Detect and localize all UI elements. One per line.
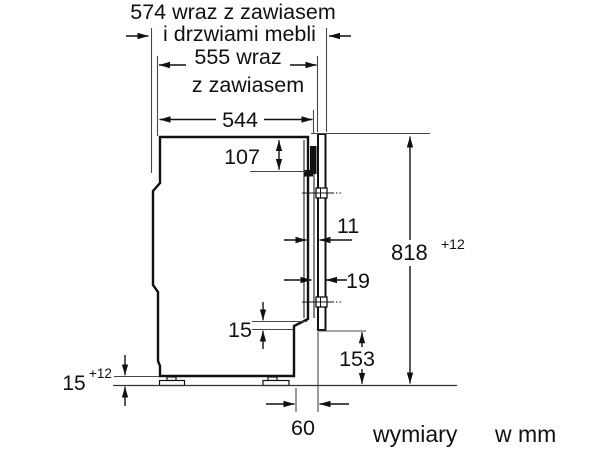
appliance-foot-right (262, 376, 290, 387)
hinge-bottom (302, 296, 341, 308)
dim-153-label: 153 (339, 347, 375, 371)
dim-555-label-line2: z zawiasem (192, 73, 304, 97)
dim-574-label-line2: i drzwiami mebli (163, 22, 316, 46)
units-note-word: wymiary (372, 421, 458, 447)
appliance-body-outline (151, 135, 315, 378)
extension-lines (114, 28, 430, 412)
dimension-arrows (121, 32, 414, 408)
dim-15-step-label: 15 (228, 318, 252, 342)
units-note-units: w mm (494, 421, 556, 447)
dim-574-label-line1: 574 wraz z zawiasem (130, 0, 336, 24)
dim-11-label: 11 (337, 214, 359, 238)
dim-15-floor-label: 15 (62, 372, 85, 395)
dim-19-label: 19 (346, 269, 370, 293)
dim-107-label: 107 (224, 145, 260, 169)
dim-15-floor-tolerance: +12 (89, 366, 112, 381)
dim-818-label: 818 (391, 240, 428, 265)
hinge-top (302, 187, 341, 199)
dim-60-label: 60 (291, 416, 315, 440)
dim-555-label-line1: 555 wraz (194, 45, 281, 69)
dim-544-label: 544 (222, 108, 258, 132)
dim-818-tolerance: +12 (441, 236, 465, 252)
front-panel-black-bar (304, 146, 317, 177)
appliance-foot-left (158, 376, 186, 387)
